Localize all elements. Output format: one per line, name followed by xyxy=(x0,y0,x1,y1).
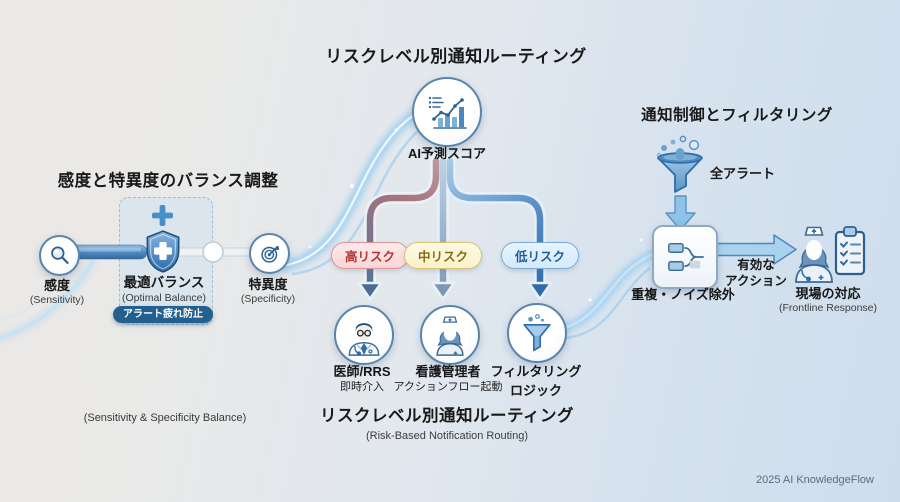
bottom-caption-block: リスクレベル別通知ルーティング (Risk-Based Notification… xyxy=(320,402,574,443)
alert-fatigue-badge: アラート疲れ防止 xyxy=(113,306,213,323)
frontline-label-block: 現場の対応 (Frontline Response) xyxy=(779,286,877,316)
ai-score-node[interactable] xyxy=(412,77,482,147)
optimal-label: 最適バランス xyxy=(123,275,205,290)
balance-caption: (Sensitivity & Specificity Balance) xyxy=(83,412,247,424)
bottom-sub: (Risk-Based Notification Routing) xyxy=(365,430,529,442)
filtering-logic-node[interactable] xyxy=(507,303,567,363)
doctor-label-block: 医師/RRS 即時介入 xyxy=(333,364,390,395)
doctor-icon xyxy=(348,323,380,356)
doctor-node[interactable] xyxy=(334,305,394,365)
frontline-label: 現場の対応 xyxy=(795,286,861,301)
magnifier-icon xyxy=(50,245,69,264)
target-icon xyxy=(260,245,279,263)
ai-score-label: AI予測スコア xyxy=(407,146,487,161)
filtering-name: フィルタリング xyxy=(490,364,582,379)
sensitivity-label-block: 感度 (Sensitivity) xyxy=(30,278,84,308)
balance-section-title: 感度と特異度のバランス調整 xyxy=(57,172,279,190)
doctor-detail: 即時介入 xyxy=(340,381,384,394)
sensitivity-label: 感度 xyxy=(43,278,71,293)
sensitivity-sub: (Sensitivity) xyxy=(29,294,85,307)
nurse-manager-name: 看護管理者 xyxy=(415,364,481,379)
down-arrow xyxy=(665,195,696,231)
plus-icon xyxy=(152,205,173,226)
frontline-sub: (Frontline Response) xyxy=(778,302,878,315)
shield-icon xyxy=(146,230,180,273)
nurse-manager-detail: アクションフロー起動 xyxy=(393,381,503,394)
frontline-nurse-clipboard-icon xyxy=(795,226,866,283)
merge-filter-icon xyxy=(668,242,704,272)
filtering-label-block: フィルタリング ロジック xyxy=(491,364,582,399)
specificity-node[interactable] xyxy=(249,233,290,274)
effective-action-label: 有効な アクション xyxy=(725,258,787,289)
nurse-manager-node[interactable] xyxy=(420,305,480,365)
low-risk-badge: 低リスク xyxy=(500,242,580,269)
sparkle-dots xyxy=(308,128,643,302)
sensitivity-node[interactable] xyxy=(39,235,80,276)
funnel-icon xyxy=(523,314,551,352)
nurse-manager-label-block: 看護管理者 アクションフロー起動 xyxy=(393,364,502,395)
nurse-icon xyxy=(436,316,464,356)
all-alerts-label: 全アラート xyxy=(710,166,776,181)
specificity-label-block: 特異度 (Specificity) xyxy=(241,277,295,307)
action-line1: 有効な xyxy=(737,258,775,272)
filtering-detail: ロジック xyxy=(509,383,562,399)
filter-section-title: 通知制御とフィルタリング xyxy=(641,107,833,124)
fatigue-badge-wrap: アラート疲れ防止 xyxy=(113,304,213,323)
bottom-title: リスクレベル別通知ルーティング xyxy=(319,407,575,425)
specificity-label: 特異度 xyxy=(248,277,288,292)
doctor-name: 医師/RRS xyxy=(333,364,391,379)
high-risk-badge: 高リスク xyxy=(330,242,410,269)
dedup-label: 重複・ノイズ除外 xyxy=(631,287,735,302)
right-arrow xyxy=(716,234,797,265)
footer-credit: 2025 AI KnowledgeFlow xyxy=(755,474,874,486)
dedup-node[interactable] xyxy=(652,225,718,289)
prediction-chart-icon xyxy=(428,96,467,129)
slider-knob[interactable] xyxy=(202,241,224,263)
risk-arrowheads xyxy=(357,281,553,301)
action-line2: アクション xyxy=(725,273,787,288)
all-alerts-funnel-icon xyxy=(656,135,703,193)
optimal-label-block: 最適バランス (Optimal Balance) xyxy=(122,275,206,306)
top-flow-title: リスクレベル別通知ルーティング xyxy=(325,47,587,66)
optimal-sub: (Optimal Balance) xyxy=(121,291,207,304)
specificity-sub: (Specificity) xyxy=(240,293,296,306)
mid-risk-badge: 中リスク xyxy=(403,242,483,269)
